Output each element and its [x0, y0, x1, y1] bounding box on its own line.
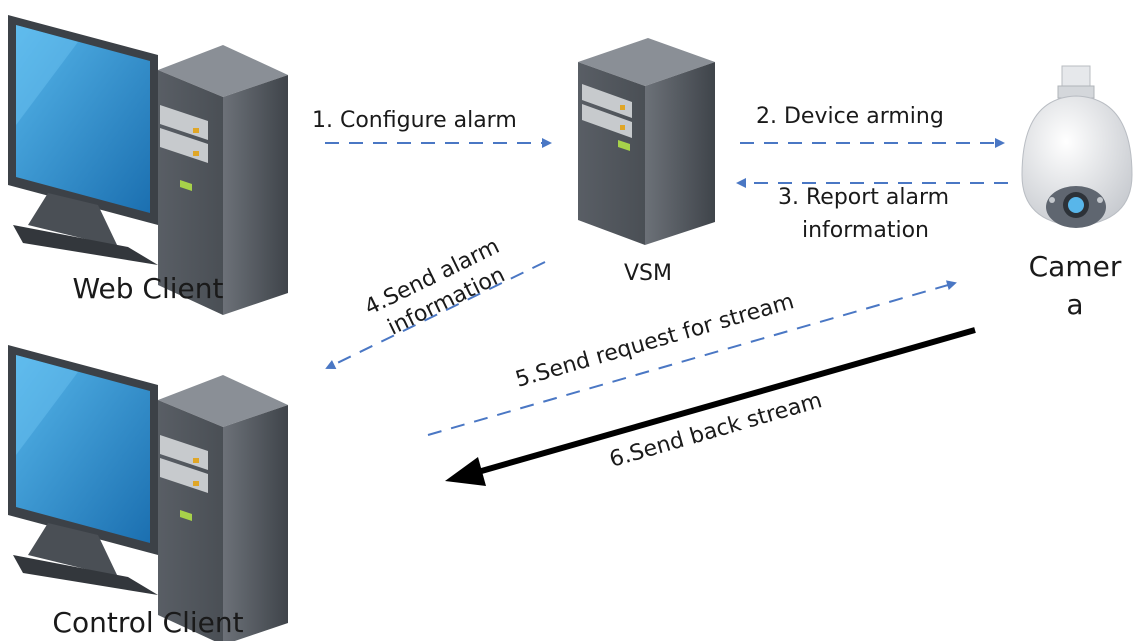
vsm-node: VSM	[578, 38, 715, 286]
camera-label-line2: a	[1066, 288, 1083, 321]
control-client-label: Control Client	[52, 606, 243, 639]
dome-camera-icon	[1021, 65, 1133, 228]
step-4-arrow	[325, 261, 546, 369]
step-4-label: 4.Send alarm information	[361, 234, 509, 341]
step-3-label-line2: information	[802, 218, 929, 243]
control-client-node: Control Client	[8, 345, 288, 641]
web-client-node: Web Client	[8, 15, 288, 315]
step-6-label: 6.Send back stream	[607, 388, 825, 473]
web-client-label: Web Client	[72, 272, 223, 305]
vsm-label: VSM	[624, 261, 672, 286]
step-5-arrow	[427, 280, 957, 436]
step-1-label: 1. Configure alarm	[312, 108, 517, 133]
camera-node: Camer a	[1021, 65, 1133, 321]
desktop-computer-icon	[8, 345, 288, 641]
camera-label-line1: Camer	[1029, 250, 1122, 283]
desktop-computer-icon	[8, 15, 288, 315]
step-2-label: 2. Device arming	[756, 104, 944, 129]
step-3-label-line1: 3. Report alarm	[778, 185, 949, 210]
step-6-arrow	[445, 327, 976, 486]
server-tower-icon	[578, 38, 715, 245]
